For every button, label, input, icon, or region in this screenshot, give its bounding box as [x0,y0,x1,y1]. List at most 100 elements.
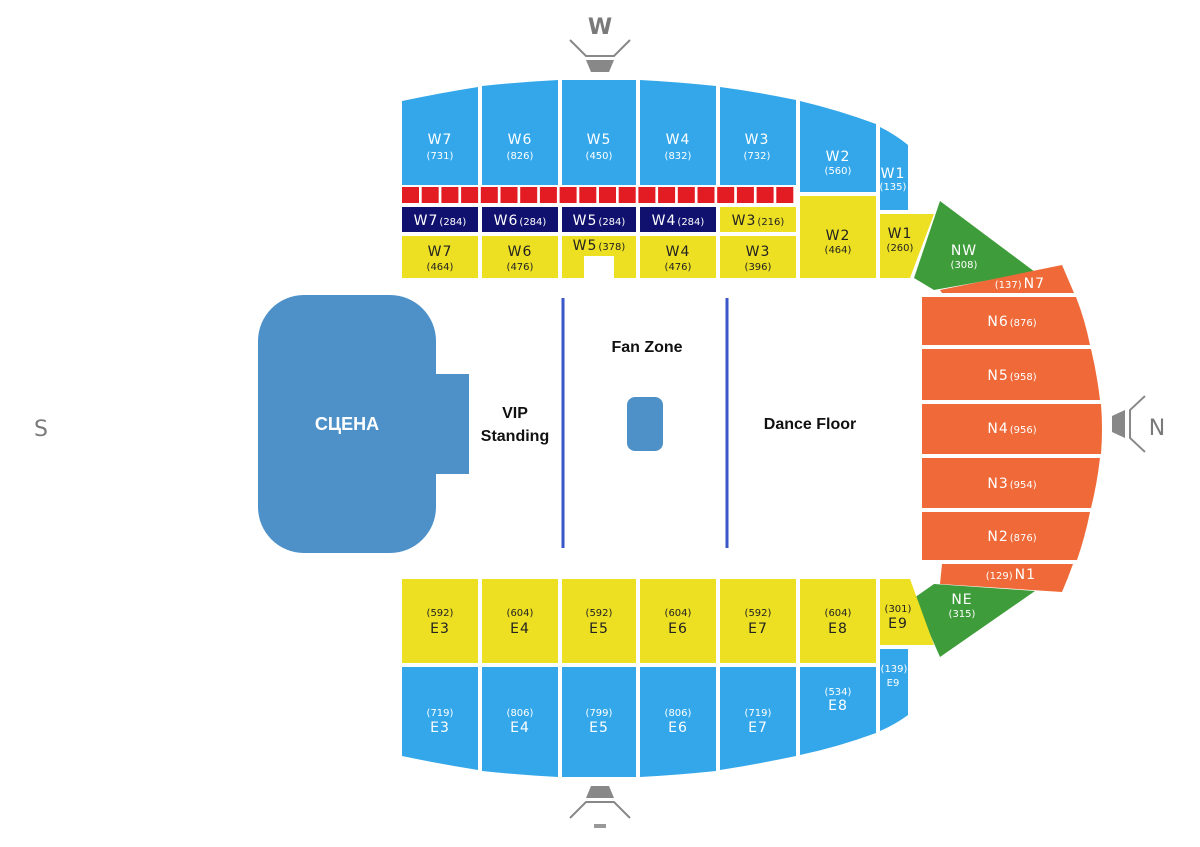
section-e7-upper[interactable]: (719) E7 [720,667,796,770]
section-e9-lower[interactable]: (301) E9 [880,579,934,645]
section-n7[interactable]: (137)N7 [940,265,1074,293]
fan-zone-platform [627,397,663,451]
svg-text:W2: W2 [826,228,851,244]
north-stand: (137)N7 N6(876) N5(958) N4(956) N3(954) [922,265,1102,592]
svg-text:W5: W5 [587,132,612,148]
section-n5[interactable]: N5(958) [922,349,1100,400]
svg-text:(592): (592) [586,608,613,619]
section-w6-lower[interactable]: W6 (476) [482,236,558,278]
east-arrow-icon [569,801,631,819]
red-strip-box [402,187,419,203]
section-w7-lower[interactable]: W7 (464) [402,236,478,278]
south-marker: S [34,417,48,442]
svg-text:E5: E5 [589,621,609,637]
section-e3-lower[interactable]: (592) E3 [402,579,478,663]
section-e9-upper[interactable]: (139) E9 [880,649,908,731]
section-w5-vip[interactable]: W5(284) [562,207,636,232]
svg-text:(604): (604) [665,608,692,619]
section-w6-upper[interactable]: W6 (826) [482,80,558,185]
svg-text:W3(216): W3(216) [732,213,785,229]
svg-text:(592): (592) [427,608,454,619]
svg-text:(476): (476) [665,262,692,273]
svg-text:(135): (135) [880,182,907,193]
section-e4-upper[interactable]: (806) E4 [482,667,558,777]
north-marker: N [1112,395,1165,453]
svg-text:E5: E5 [589,720,609,736]
east-label-fragment [594,824,606,828]
svg-text:W7: W7 [428,244,453,260]
section-ne[interactable]: NE (315) [914,584,1035,657]
section-w3-mid[interactable]: W3(216) [720,207,796,232]
section-w4-vip[interactable]: W4(284) [640,207,716,232]
section-w4-upper[interactable]: W4 (832) [640,80,716,185]
svg-text:W3: W3 [746,244,771,260]
section-e8-upper[interactable]: (534) E8 [800,667,876,755]
svg-text:(450): (450) [586,151,613,162]
svg-text:(799): (799) [586,708,613,719]
section-e7-lower[interactable]: (592) E7 [720,579,796,663]
section-w5-upper[interactable]: W5 (450) [562,80,636,185]
svg-text:VIP: VIP [502,405,528,422]
svg-text:W6(284): W6(284) [494,213,547,229]
east-speaker-icon [586,786,614,798]
section-w7-upper[interactable]: W7 (731) [402,87,478,185]
section-e3-upper[interactable]: (719) E3 [402,667,478,770]
section-n1[interactable]: (129)N1 [940,564,1073,592]
svg-text:(719): (719) [745,708,772,719]
section-w2-lower[interactable]: W2 (464) [800,196,876,278]
south-label: S [34,417,48,442]
red-strip-box [697,187,715,203]
svg-text:W4(284): W4(284) [652,213,705,229]
section-w3-upper[interactable]: W3 (732) [720,87,796,185]
section-n6[interactable]: N6(876) [922,297,1090,345]
stage-main-block [258,295,436,553]
svg-text:W6: W6 [508,132,533,148]
svg-text:Standing: Standing [481,428,549,445]
section-w5-lower[interactable]: W5(378) [562,236,636,278]
west-arrow-icon [569,39,631,57]
red-strip-box [461,187,479,203]
red-strip-box [736,187,754,203]
red-strip-box [677,187,695,203]
svg-text:(604): (604) [507,608,534,619]
svg-text:Dance Floor: Dance Floor [764,416,856,433]
section-e6-upper[interactable]: (806) E6 [640,667,716,777]
section-nw[interactable]: NW (308) [914,201,1035,290]
section-n2[interactable]: N2(876) [922,512,1090,560]
section-w1-upper[interactable]: W1 (135) [880,127,908,210]
red-strip-box [421,187,439,203]
section-w4-lower[interactable]: W4 (476) [640,236,716,278]
west-vip-tier: W7(284) W6(284) W5(284) W4(284) W3(216) [402,207,796,232]
section-w2-upper[interactable]: W2 (560) [800,101,876,192]
svg-text:NW: NW [951,243,977,259]
svg-text:E9: E9 [887,678,900,689]
section-w1-lower[interactable]: W1 (260) [880,214,934,278]
section-w7-vip[interactable]: W7(284) [402,207,478,232]
zone-fan-zone[interactable]: Fan Zone [611,339,683,451]
section-n4[interactable]: N4(956) [922,404,1102,454]
svg-text:(731): (731) [427,151,454,162]
section-e5-lower[interactable]: (592) E5 [562,579,636,663]
section-w3-lower[interactable]: W3 (396) [720,236,796,278]
section-n3[interactable]: N3(954) [922,458,1100,508]
section-e5-upper[interactable]: (799) E5 [562,667,636,777]
svg-text:E8: E8 [828,621,848,637]
svg-text:E4: E4 [510,621,530,637]
zone-dance-floor[interactable]: Dance Floor [764,416,856,433]
section-e8-lower[interactable]: (604) E8 [800,579,876,663]
svg-text:N3(954): N3(954) [987,476,1036,492]
zone-vip-standing[interactable]: VIP Standing [481,405,549,445]
red-strip-box [500,187,518,203]
section-e6-lower[interactable]: (604) E6 [640,579,716,663]
west-lower-tier: W7 (464) W6 (476) W5(378) W4 (476) W3 (3… [402,196,934,278]
svg-text:(604): (604) [825,608,852,619]
svg-text:W5(284): W5(284) [573,213,626,229]
section-w6-vip[interactable]: W6(284) [482,207,558,232]
svg-text:W4: W4 [666,132,691,148]
section-e4-lower[interactable]: (604) E4 [482,579,558,663]
north-arrow-icon [1129,395,1146,453]
svg-text:N6(876): N6(876) [987,314,1036,330]
red-strip-box [441,187,459,203]
west-label: W [588,15,612,40]
svg-text:(137)N7: (137)N7 [995,276,1045,292]
